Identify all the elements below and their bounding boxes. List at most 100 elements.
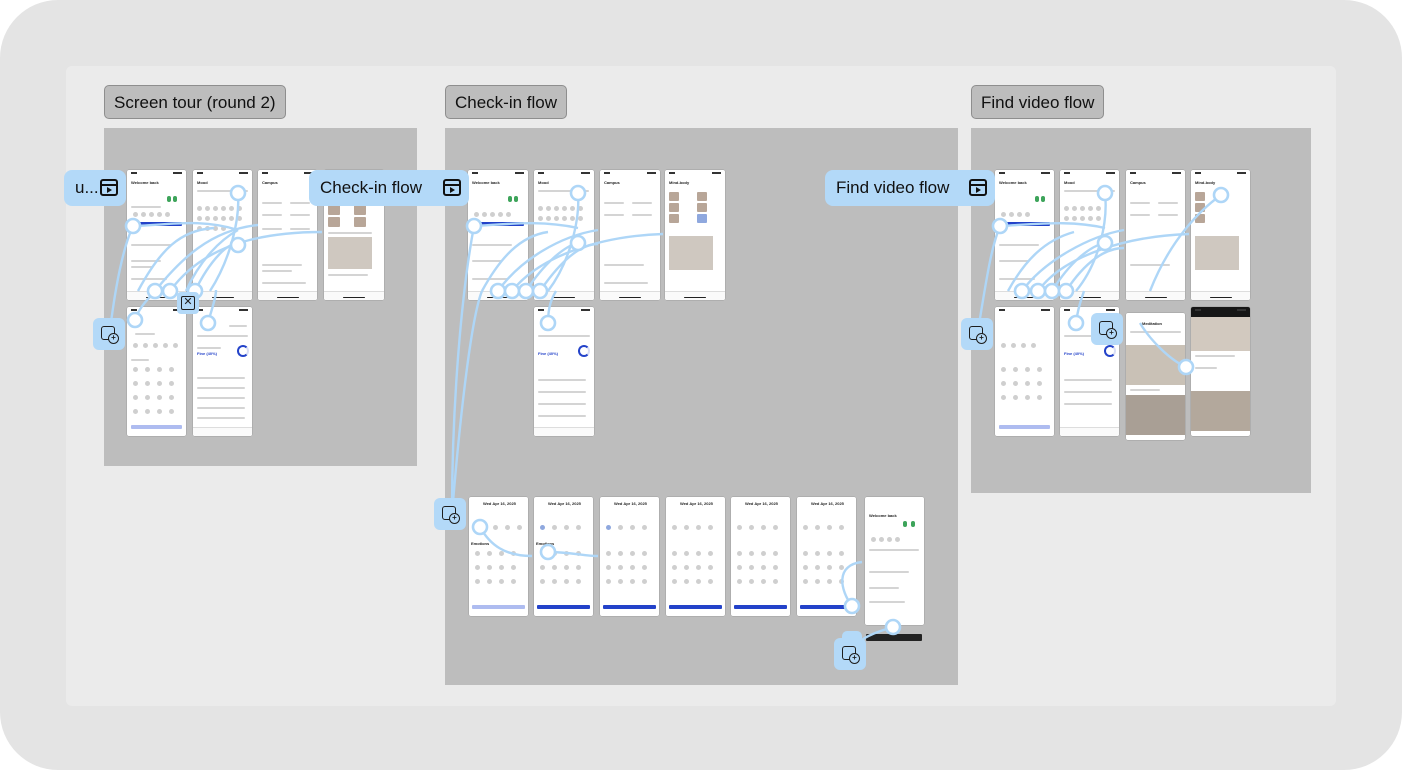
hotspot-handle [569, 184, 587, 202]
add-frame-icon [1099, 321, 1117, 339]
phone-home[interactable]: Welcome back [468, 170, 528, 300]
checkin-date: Wed Apr 16, 2025 [483, 501, 516, 506]
connection-line [473, 222, 579, 230]
mood-average-label: Fine (40%) [538, 351, 559, 356]
hotspot-handle [1067, 314, 1085, 332]
hotspot-handle [1177, 358, 1195, 376]
connection-line [1037, 232, 1190, 292]
phone-title: Mood [538, 180, 549, 185]
phone-title: Meditation [1142, 321, 1162, 326]
flow-start-screen-tour[interactable]: u... [64, 170, 126, 206]
connection-line [1021, 228, 1125, 292]
add-connection-button[interactable] [93, 318, 125, 350]
flow-start-check-in[interactable]: Check-in flow [309, 170, 469, 206]
connection-line [169, 230, 323, 292]
hotspot-handle [199, 314, 217, 332]
hotspot-handle [1212, 186, 1230, 204]
phone-checkin-step-4[interactable]: Wed Apr 16, 2025 [666, 497, 725, 616]
hotspot-handle [503, 282, 521, 300]
hotspot-handle [471, 518, 489, 536]
connection-line [1006, 230, 1075, 292]
phone-meditation[interactable]: Meditation [1126, 313, 1185, 440]
checkin-date: Wed Apr 16, 2025 [548, 501, 581, 506]
section-label-screen-tour[interactable]: Screen tour (round 2) [104, 85, 286, 119]
flow-start-label: u... [75, 178, 99, 197]
phone-title: Campus [604, 180, 620, 185]
phone-title: Welcome back [869, 513, 897, 518]
phone-title: Welcome back [131, 180, 159, 185]
phone-title: Welcome back [472, 180, 500, 185]
connection-line [154, 223, 259, 292]
hotspot-handle [884, 618, 902, 636]
phone-title: Campus [262, 180, 278, 185]
hotspot-handle [465, 217, 483, 235]
emotions-label: Emotions [536, 541, 555, 546]
hotspot-handle [843, 597, 861, 615]
add-frame-icon [442, 506, 460, 524]
phone-mind-body[interactable]: Mind-body [665, 170, 725, 300]
connection-line [450, 290, 484, 515]
hotspot-handle [1013, 282, 1031, 300]
phone-title: Mind-body [669, 180, 690, 185]
connection-line [478, 526, 533, 558]
phone-home-after-checkin[interactable]: Welcome back [865, 497, 924, 625]
remove-connection-button[interactable]: ✕ [177, 292, 199, 314]
close-icon: ✕ [181, 296, 195, 310]
connection-line [1148, 194, 1222, 292]
add-connection-button[interactable] [834, 638, 866, 670]
add-connection-button[interactable] [1091, 313, 1123, 345]
phone-video[interactable] [1191, 307, 1250, 436]
phone-checkin-step-3[interactable]: Wed Apr 16, 2025 [600, 497, 659, 616]
hotspot-handle [229, 184, 247, 202]
add-frame-icon [842, 646, 860, 664]
connection-line [132, 221, 239, 232]
connection-line [184, 228, 239, 292]
hotspot-handle [517, 282, 535, 300]
connection-line [539, 242, 599, 292]
phone-mood[interactable]: Mood [1060, 170, 1119, 300]
connection-line [999, 222, 1106, 230]
hotspot-handle [146, 282, 164, 300]
mood-average-label: Fine (40%) [1064, 351, 1085, 356]
hotspot-handle [161, 282, 179, 300]
section-label-check-in[interactable]: Check-in flow [445, 85, 568, 119]
phone-checkin-summary[interactable] [127, 307, 186, 436]
checkin-date: Wed Apr 16, 2025 [745, 501, 778, 506]
add-frame-icon [101, 326, 119, 344]
hotspot-handle [569, 234, 587, 252]
emotions-label: Emotions [471, 541, 490, 546]
hotspot-handle [531, 282, 549, 300]
phone-checkin-step-5[interactable]: Wed Apr 16, 2025 [731, 497, 790, 616]
add-connection-button[interactable] [961, 318, 993, 350]
phone-checkin-summary[interactable] [995, 307, 1054, 436]
flow-start-label: Check-in flow [320, 178, 423, 197]
hotspot-handle [126, 311, 144, 329]
hotspot-handle [489, 282, 507, 300]
connection-line [1138, 322, 1187, 369]
hotspot-handle [539, 543, 557, 561]
add-frame-icon [969, 326, 987, 344]
toast-message [866, 634, 922, 641]
section-label-find-video[interactable]: Find video flow [971, 85, 1105, 119]
play-frame-icon [443, 179, 461, 196]
hotspot-handle [1057, 282, 1075, 300]
hotspot-handle [1096, 184, 1114, 202]
checkin-date: Wed Apr 16, 2025 [811, 501, 844, 506]
play-frame-icon [969, 179, 987, 196]
flow-start-label: Find video flow [836, 178, 950, 197]
checkin-date: Wed Apr 16, 2025 [614, 501, 647, 506]
connection-line [450, 225, 476, 515]
hotspot-handle [1029, 282, 1047, 300]
play-frame-icon [100, 179, 118, 196]
connection-line [511, 232, 664, 292]
connection-line [1064, 246, 1125, 292]
hotspot-handle [991, 217, 1009, 235]
phone-title: Mood [197, 180, 208, 185]
flow-start-find-video[interactable]: Find video flow [825, 170, 995, 206]
connection-line [108, 225, 135, 331]
phone-checkin-step-1[interactable]: Wed Apr 16, 2025 Emotions [469, 497, 528, 616]
hotspot-handle [1096, 234, 1114, 252]
add-connection-button[interactable] [434, 498, 466, 530]
